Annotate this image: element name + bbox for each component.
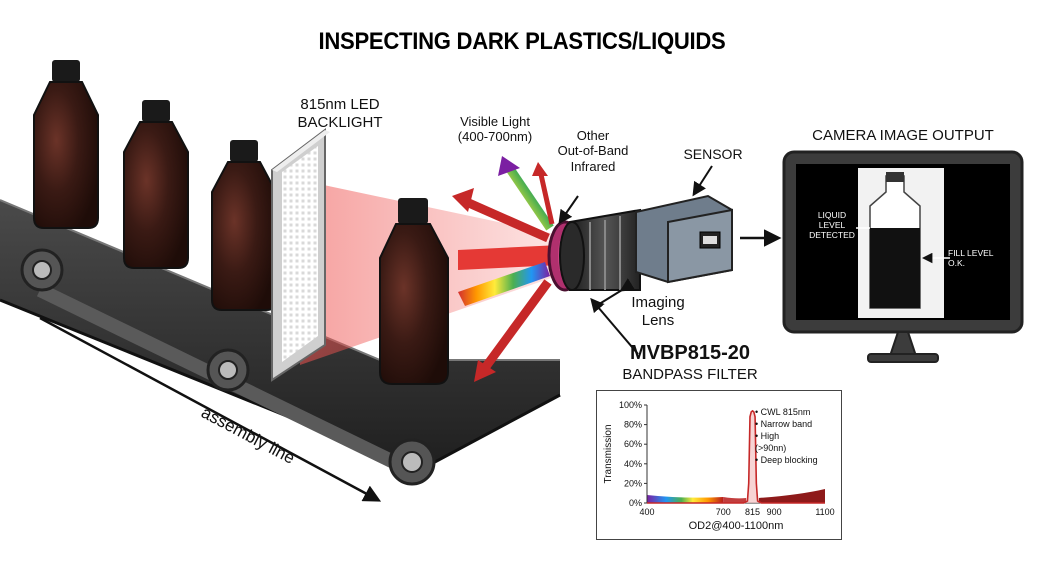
camera-output-label: CAMERA IMAGE OUTPUT (812, 127, 994, 144)
sensor-pointer (692, 165, 713, 197)
liquid-level-label: LIQUID LEVEL DETECTED (806, 210, 858, 240)
y-tick-label: 20% (624, 478, 642, 488)
y-tick-label: 40% (624, 459, 642, 469)
liquid-level-line2: LEVEL (818, 220, 846, 231)
filter-model-label: MVBP815-20 (629, 342, 751, 364)
lens-label-line1: Imaging (631, 294, 685, 311)
led-backlight-panel (271, 127, 330, 382)
visible-light-label-line2: (400-700nm) (457, 129, 533, 145)
y-tick-label: 60% (624, 439, 642, 449)
backlight-label: 815nm LED BACKLIGHT (290, 96, 390, 131)
liquid-level-line3: DETECTED (809, 230, 855, 241)
backlight-label-line2: BACKLIGHT (297, 113, 383, 131)
lens-label-line2: Lens (641, 311, 675, 329)
other-band-label: Other Out-of-Band Infrared (546, 128, 640, 174)
legend-item: • High (755, 431, 779, 441)
other-band-pointer (558, 195, 579, 225)
rejected-light-arrows (452, 156, 555, 382)
roller-wheel (20, 248, 64, 292)
legend-item: • Narrow band (755, 419, 812, 429)
legend-item: • Deep blocking (755, 455, 818, 465)
inspected-bottle (379, 198, 449, 385)
blocked-band-left (723, 497, 747, 503)
monitor (782, 150, 1024, 363)
legend-item: (>90nn) (755, 443, 786, 453)
roller-wheel (206, 348, 250, 392)
x-tick-label: 815 (745, 507, 760, 517)
sensor-label: SENSOR (683, 146, 743, 162)
other-band-label-line2: Out-of-Band (557, 143, 629, 159)
visible-light-label-line1: Visible Light (460, 114, 530, 129)
incoming-light-beams (458, 245, 560, 306)
series-line (647, 409, 825, 504)
imaging-lens (559, 208, 641, 291)
other-band-label-line3: Infrared (570, 158, 616, 174)
x-tick-label: 1100 (815, 507, 834, 517)
x-axis-label: OD2@400-1100nm (689, 520, 784, 532)
filter-type-label: BANDPASS FILTER (622, 366, 758, 383)
fill-level-line2: O.K. (948, 258, 966, 269)
transmission-chart: 0% 20% 40% 60% 80% 100% 400 700 815 900 1100 Transm… (596, 390, 842, 540)
other-band-label-line1: Other (576, 128, 610, 143)
y-tick-label: 80% (624, 420, 642, 430)
blocked-visible-band (647, 495, 724, 503)
visible-light-label: Visible Light (400-700nm) (440, 114, 550, 145)
x-tick-label: 700 (716, 507, 731, 517)
blocked-band-right (758, 489, 825, 503)
bottle (123, 100, 189, 269)
x-tick-label: 900 (767, 507, 782, 517)
page-title: INSPECTING DARK PLASTICS/LIQUIDS (318, 28, 726, 55)
y-axis-label: Transmission (603, 424, 614, 483)
backlight-label-line1: 815nm LED (300, 96, 380, 113)
fill-level-label: FILL LEVEL O.K. (948, 248, 1000, 268)
legend-item: • CWL 815nm (755, 407, 810, 417)
lens-label: Imaging Lens (618, 294, 698, 329)
x-tick-label: 400 (639, 507, 654, 517)
filter-pointer (590, 297, 639, 355)
bottle (211, 140, 277, 311)
bottle (33, 60, 99, 229)
camera-sensor (635, 194, 733, 284)
y-tick-label: 0% (629, 498, 642, 508)
fill-level-line1: FILL LEVEL (948, 248, 994, 258)
roller-wheel (388, 438, 436, 486)
y-tick-label: 100% (619, 400, 642, 410)
liquid-level-line1: LIQUID (817, 210, 847, 220)
